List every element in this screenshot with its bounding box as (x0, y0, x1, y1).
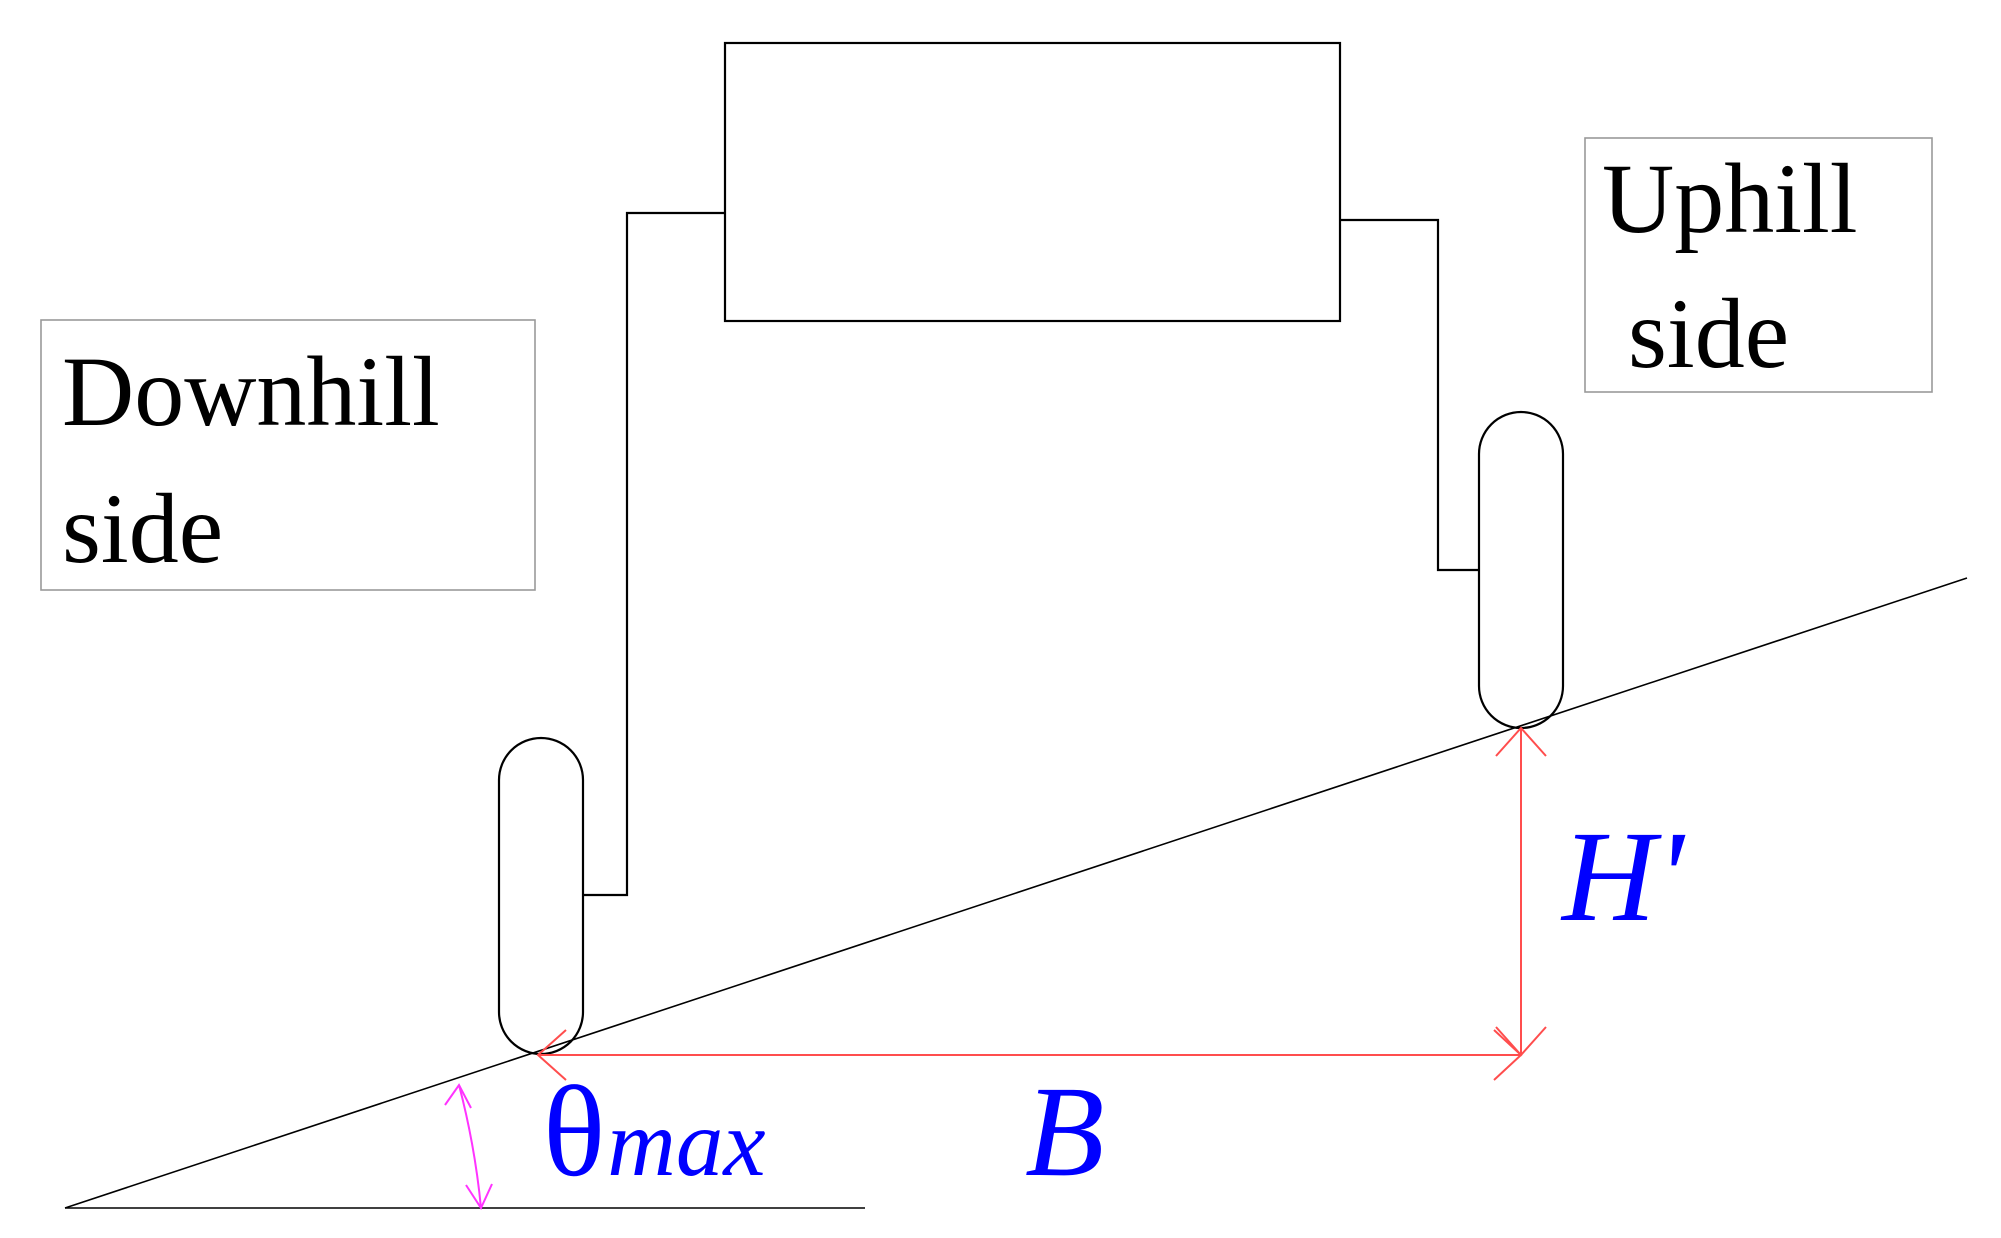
height-label: H' (1560, 805, 1686, 949)
height-dimension (1495, 726, 1547, 1057)
right-suspension-arm (1340, 218, 1479, 572)
left-suspension-arm (583, 211, 725, 897)
uphill-label-line1: Uphill (1602, 143, 1858, 254)
downhill-label-line2: side (62, 473, 223, 584)
vehicle-body (723, 41, 1342, 323)
downhill-wheel (497, 736, 585, 1056)
uphill-side-label: Uphill side (1584, 137, 1933, 393)
slope-line (64, 577, 1968, 1209)
angle-indicator (444, 1083, 493, 1211)
downhill-label-line1: Downhill (62, 336, 440, 447)
uphill-wheel (1477, 410, 1565, 730)
theta-max-label: θmax (543, 1060, 766, 1204)
base-label: B (1025, 1060, 1104, 1204)
downhill-side-label: Downhill side (40, 319, 536, 591)
uphill-label-line2: side (1628, 278, 1789, 389)
